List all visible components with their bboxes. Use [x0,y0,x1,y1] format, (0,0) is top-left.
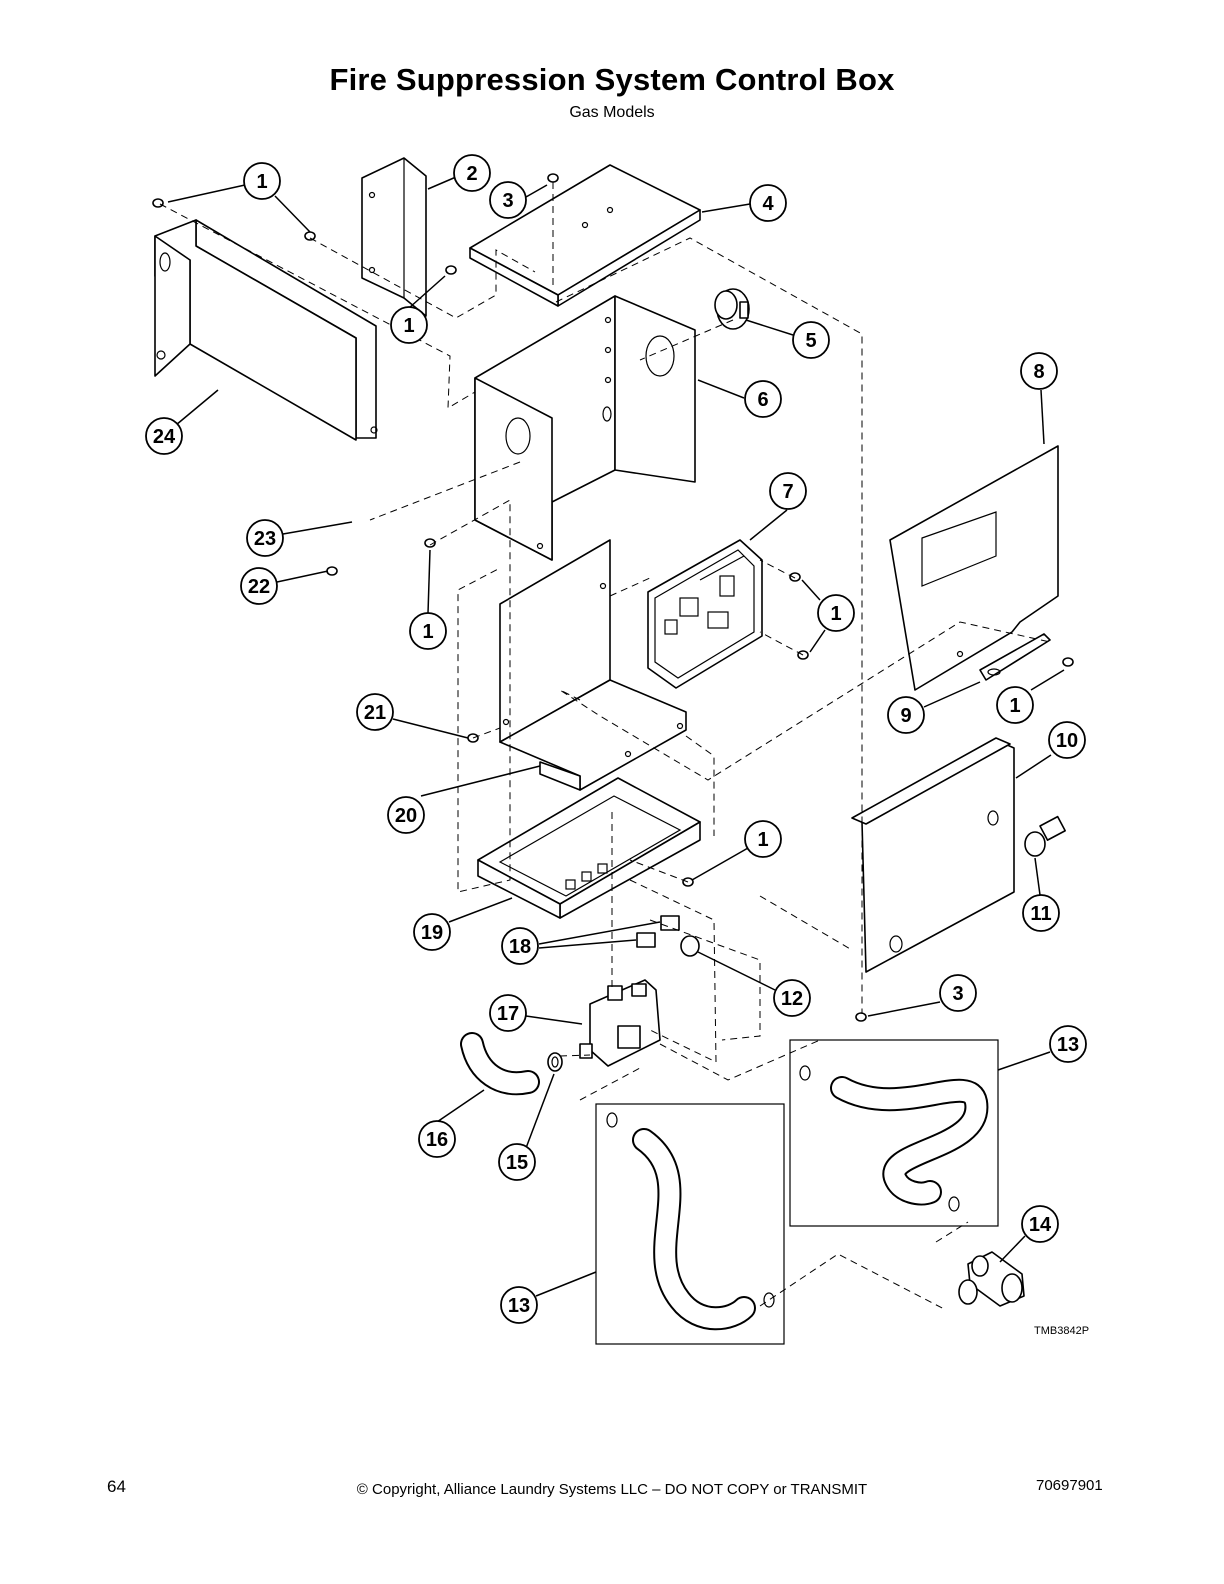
footer-page-number: 64 [107,1477,126,1496]
callout-3b: 3 [939,974,977,1012]
callout-21: 21 [356,693,394,731]
callout-1d: 1 [409,612,447,650]
panel-20-drawing [499,539,687,791]
bracket-9-drawing [979,633,1051,681]
callout-4: 4 [749,184,787,222]
svg-text:5: 5 [805,330,816,352]
hose-13-upper-drawing [789,1039,999,1227]
hose-13-lower-drawing [595,1103,785,1345]
svg-text:22: 22 [248,576,270,598]
page-subtitle: Gas Models [569,104,655,121]
footer-copyright: © Copyright, Alliance Laundry Systems LL… [356,1481,868,1498]
callout-9: 9 [887,696,925,734]
callout-17: 17 [489,994,527,1032]
callout-12: 12 [773,979,811,1017]
svg-text:2: 2 [466,163,477,185]
footer-document-number: 70697901 [1036,1477,1103,1494]
svg-text:24: 24 [153,426,176,448]
washer-15-drawing [547,1052,563,1072]
callout-2: 2 [453,154,491,192]
front-cover-10-drawing [851,737,1015,973]
switches-12-18-drawing [636,915,700,957]
page-title: Fire Suppression System Control Box [329,62,895,97]
svg-text:12: 12 [781,988,803,1010]
callout-1b: 1 [390,306,428,344]
tray-19-drawing [477,777,701,919]
svg-text:1: 1 [1009,695,1020,717]
callout-20: 20 [387,796,425,834]
callout-23: 23 [246,519,284,557]
callout-14: 14 [1021,1205,1059,1243]
callout-3a: 3 [489,181,527,219]
callout-18: 18 [501,927,539,965]
svg-text:23: 23 [254,528,276,550]
callout-1e: 1 [996,686,1034,724]
svg-text:11: 11 [1030,903,1051,925]
figure-reference-code: TMB3842P [1034,1325,1089,1337]
hose-16-drawing [460,1032,540,1096]
callout-1a: 1 [243,162,281,200]
svg-text:6: 6 [757,389,768,411]
svg-text:1: 1 [830,603,841,625]
bracket-2-drawing [361,157,427,317]
callout-13b: 13 [500,1286,538,1324]
callout-15: 15 [498,1143,536,1181]
svg-text:10: 10 [1056,730,1078,752]
callout-1c: 1 [817,594,855,632]
svg-text:8: 8 [1033,361,1044,383]
callout-6: 6 [744,380,782,418]
svg-text:20: 20 [395,805,417,827]
svg-text:7: 7 [782,481,793,503]
svg-text:3: 3 [952,983,963,1005]
svg-text:1: 1 [256,171,267,193]
callout-leaders [167,176,1065,1297]
svg-text:17: 17 [497,1003,519,1025]
callout-11: 11 [1022,894,1060,932]
svg-text:13: 13 [508,1295,530,1317]
svg-text:1: 1 [757,829,768,851]
control-board-7-drawing [647,539,763,689]
callout-7: 7 [769,472,807,510]
valve-17-drawing [579,979,661,1067]
callout-1f: 1 [744,820,782,858]
overlay-8-drawing [889,445,1059,691]
svg-text:4: 4 [762,193,774,215]
svg-text:14: 14 [1029,1214,1052,1236]
control-box-6-drawing [474,295,696,561]
assembly-dashed-lines [159,182,1051,1311]
knob-5-drawing [714,288,750,330]
callout-10: 10 [1048,721,1086,759]
side-panel-24-drawing [154,219,378,441]
callouts: 1 2 3 4 1 5 8 6 24 7 23 22 1 1 1 9 21 10… [145,154,1087,1324]
lock-11-drawing [1024,815,1066,857]
svg-text:15: 15 [506,1152,528,1174]
svg-text:9: 9 [900,705,911,727]
svg-text:16: 16 [426,1129,448,1151]
screws-drawing [152,173,1074,1022]
svg-text:3: 3 [502,190,513,212]
svg-text:13: 13 [1057,1034,1079,1056]
tee-fitting-14-drawing [958,1251,1025,1307]
callout-8: 8 [1020,352,1058,390]
callout-24: 24 [145,417,183,455]
svg-text:21: 21 [364,702,386,724]
callout-5: 5 [792,321,830,359]
svg-text:1: 1 [403,315,414,337]
callout-13a: 13 [1049,1025,1087,1063]
callout-16: 16 [418,1120,456,1158]
top-cover-4-drawing [469,164,701,307]
svg-text:19: 19 [421,922,443,944]
callout-22: 22 [240,567,278,605]
svg-text:1: 1 [422,621,433,643]
svg-text:18: 18 [509,936,531,958]
callout-19: 19 [413,913,451,951]
